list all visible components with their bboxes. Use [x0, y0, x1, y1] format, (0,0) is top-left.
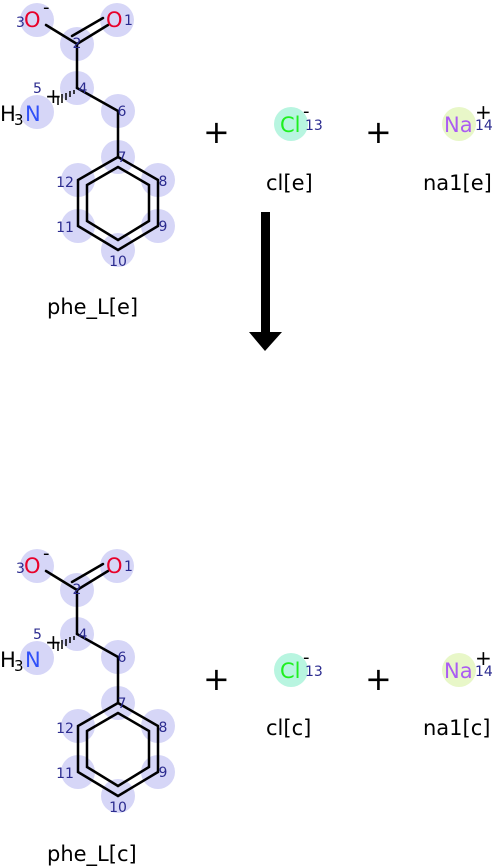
charge-n5: + [45, 630, 62, 654]
index-c11: 11 [56, 766, 74, 782]
index-c10: 10 [109, 254, 127, 270]
stereo-hash-bond [57, 90, 75, 105]
phenylalanine-molecule-c: O - 3 O 1 2 4 H 3 N + 5 6 7 8 9 10 11 12 [0, 543, 175, 816]
index-c4: 4 [79, 81, 88, 97]
label-o3: O [24, 8, 41, 32]
label-o3: O [24, 554, 41, 578]
species-label-cl-e: cl[e] [266, 171, 313, 195]
bond-c4-c6 [75, 86, 120, 113]
highlight-cl-e [274, 107, 308, 141]
bonds [44, 16, 160, 252]
index-c4: 4 [79, 627, 88, 643]
species-label-phe-l-e: phe_L[e] [47, 295, 139, 319]
bond-o3-c2 [44, 23, 79, 46]
index-o1: 1 [124, 559, 133, 575]
bonds [44, 562, 160, 798]
highlight-na-e [442, 107, 476, 141]
species-label-na1-e: na1[e] [423, 171, 492, 195]
plus-sign-1: + [203, 113, 230, 151]
atom-labels: O - 3 O 1 2 4 H 3 N + 5 6 7 8 9 10 11 12 [0, 0, 167, 270]
reaction-arrow [249, 212, 282, 351]
index-na-e: 14 [475, 118, 493, 134]
label-h3-prefix: H [0, 102, 16, 126]
chloride-ion-c: Cl - 13 [274, 647, 323, 687]
chloride-ion-e: Cl - 13 [274, 101, 323, 141]
label-na-c: Na [444, 659, 473, 683]
species-label-cl-c: cl[c] [266, 716, 312, 740]
charge-cl-c: - [303, 647, 310, 668]
label-o1: O [106, 8, 123, 32]
charge-na-c: + [475, 646, 492, 670]
index-c6: 6 [118, 650, 127, 666]
highlight-cl-c [274, 653, 308, 687]
index-c10: 10 [109, 800, 127, 816]
index-c12: 12 [56, 721, 74, 737]
charge-n5: + [45, 84, 62, 108]
stereo-hash-bond [57, 636, 75, 651]
charge-na-e: + [475, 100, 492, 124]
label-cl-c: Cl [280, 659, 301, 683]
highlight-o1 [100, 3, 134, 37]
index-c7: 7 [118, 696, 127, 712]
species-label-phe-l-c: phe_L[c] [47, 842, 137, 866]
index-cl-c: 13 [305, 664, 323, 680]
label-o1: O [106, 554, 123, 578]
highlight-n5 [20, 95, 54, 129]
index-o3: 3 [16, 561, 25, 577]
index-n5: 5 [33, 627, 42, 643]
phenylalanine-molecule-e: O - 3 O 1 2 4 H 3 N + 5 6 7 8 9 10 11 12 [0, 0, 175, 270]
atom-labels: O - 3 O 1 2 4 H 3 N + 5 6 7 8 9 10 11 12 [0, 543, 167, 816]
index-o3: 3 [16, 15, 25, 31]
plus-sign-4: + [365, 660, 392, 698]
index-c2: 2 [73, 582, 82, 598]
label-h3-sub: 3 [14, 111, 24, 129]
highlight-na-c [442, 653, 476, 687]
charge-cl-e: - [303, 101, 310, 122]
benzene-inner-ring [85, 165, 151, 242]
index-c8: 8 [159, 720, 168, 736]
label-h3-prefix: H [0, 648, 16, 672]
plus-sign-2: + [365, 113, 392, 151]
sodium-ion-c: Na + 14 [442, 646, 493, 687]
index-n5: 5 [33, 81, 42, 97]
charge-o3: - [43, 0, 50, 18]
benzene-ring [76, 155, 160, 252]
index-c8: 8 [159, 174, 168, 190]
label-cl-e: Cl [280, 113, 301, 137]
index-c7: 7 [118, 150, 127, 166]
plus-sign-3: + [203, 660, 230, 698]
index-c2: 2 [73, 36, 82, 52]
charge-o3: - [43, 543, 50, 564]
index-cl-e: 13 [305, 118, 323, 134]
highlight-o3 [20, 3, 54, 37]
index-c11: 11 [56, 220, 74, 236]
label-n5: N [25, 102, 41, 126]
index-na-c: 14 [475, 664, 493, 680]
species-label-na1-c: na1[c] [423, 716, 491, 740]
label-h3-sub: 3 [14, 657, 24, 675]
index-c12: 12 [56, 175, 74, 191]
bond-c2-o1-b [70, 16, 105, 38]
sodium-ion-e: Na + 14 [442, 100, 493, 141]
index-c9: 9 [159, 765, 168, 781]
index-o1: 1 [124, 13, 133, 29]
bond-c2-o1-a [75, 23, 110, 46]
label-na-e: Na [444, 113, 473, 137]
label-n5: N [25, 648, 41, 672]
index-c6: 6 [118, 104, 127, 120]
index-c9: 9 [159, 219, 168, 235]
